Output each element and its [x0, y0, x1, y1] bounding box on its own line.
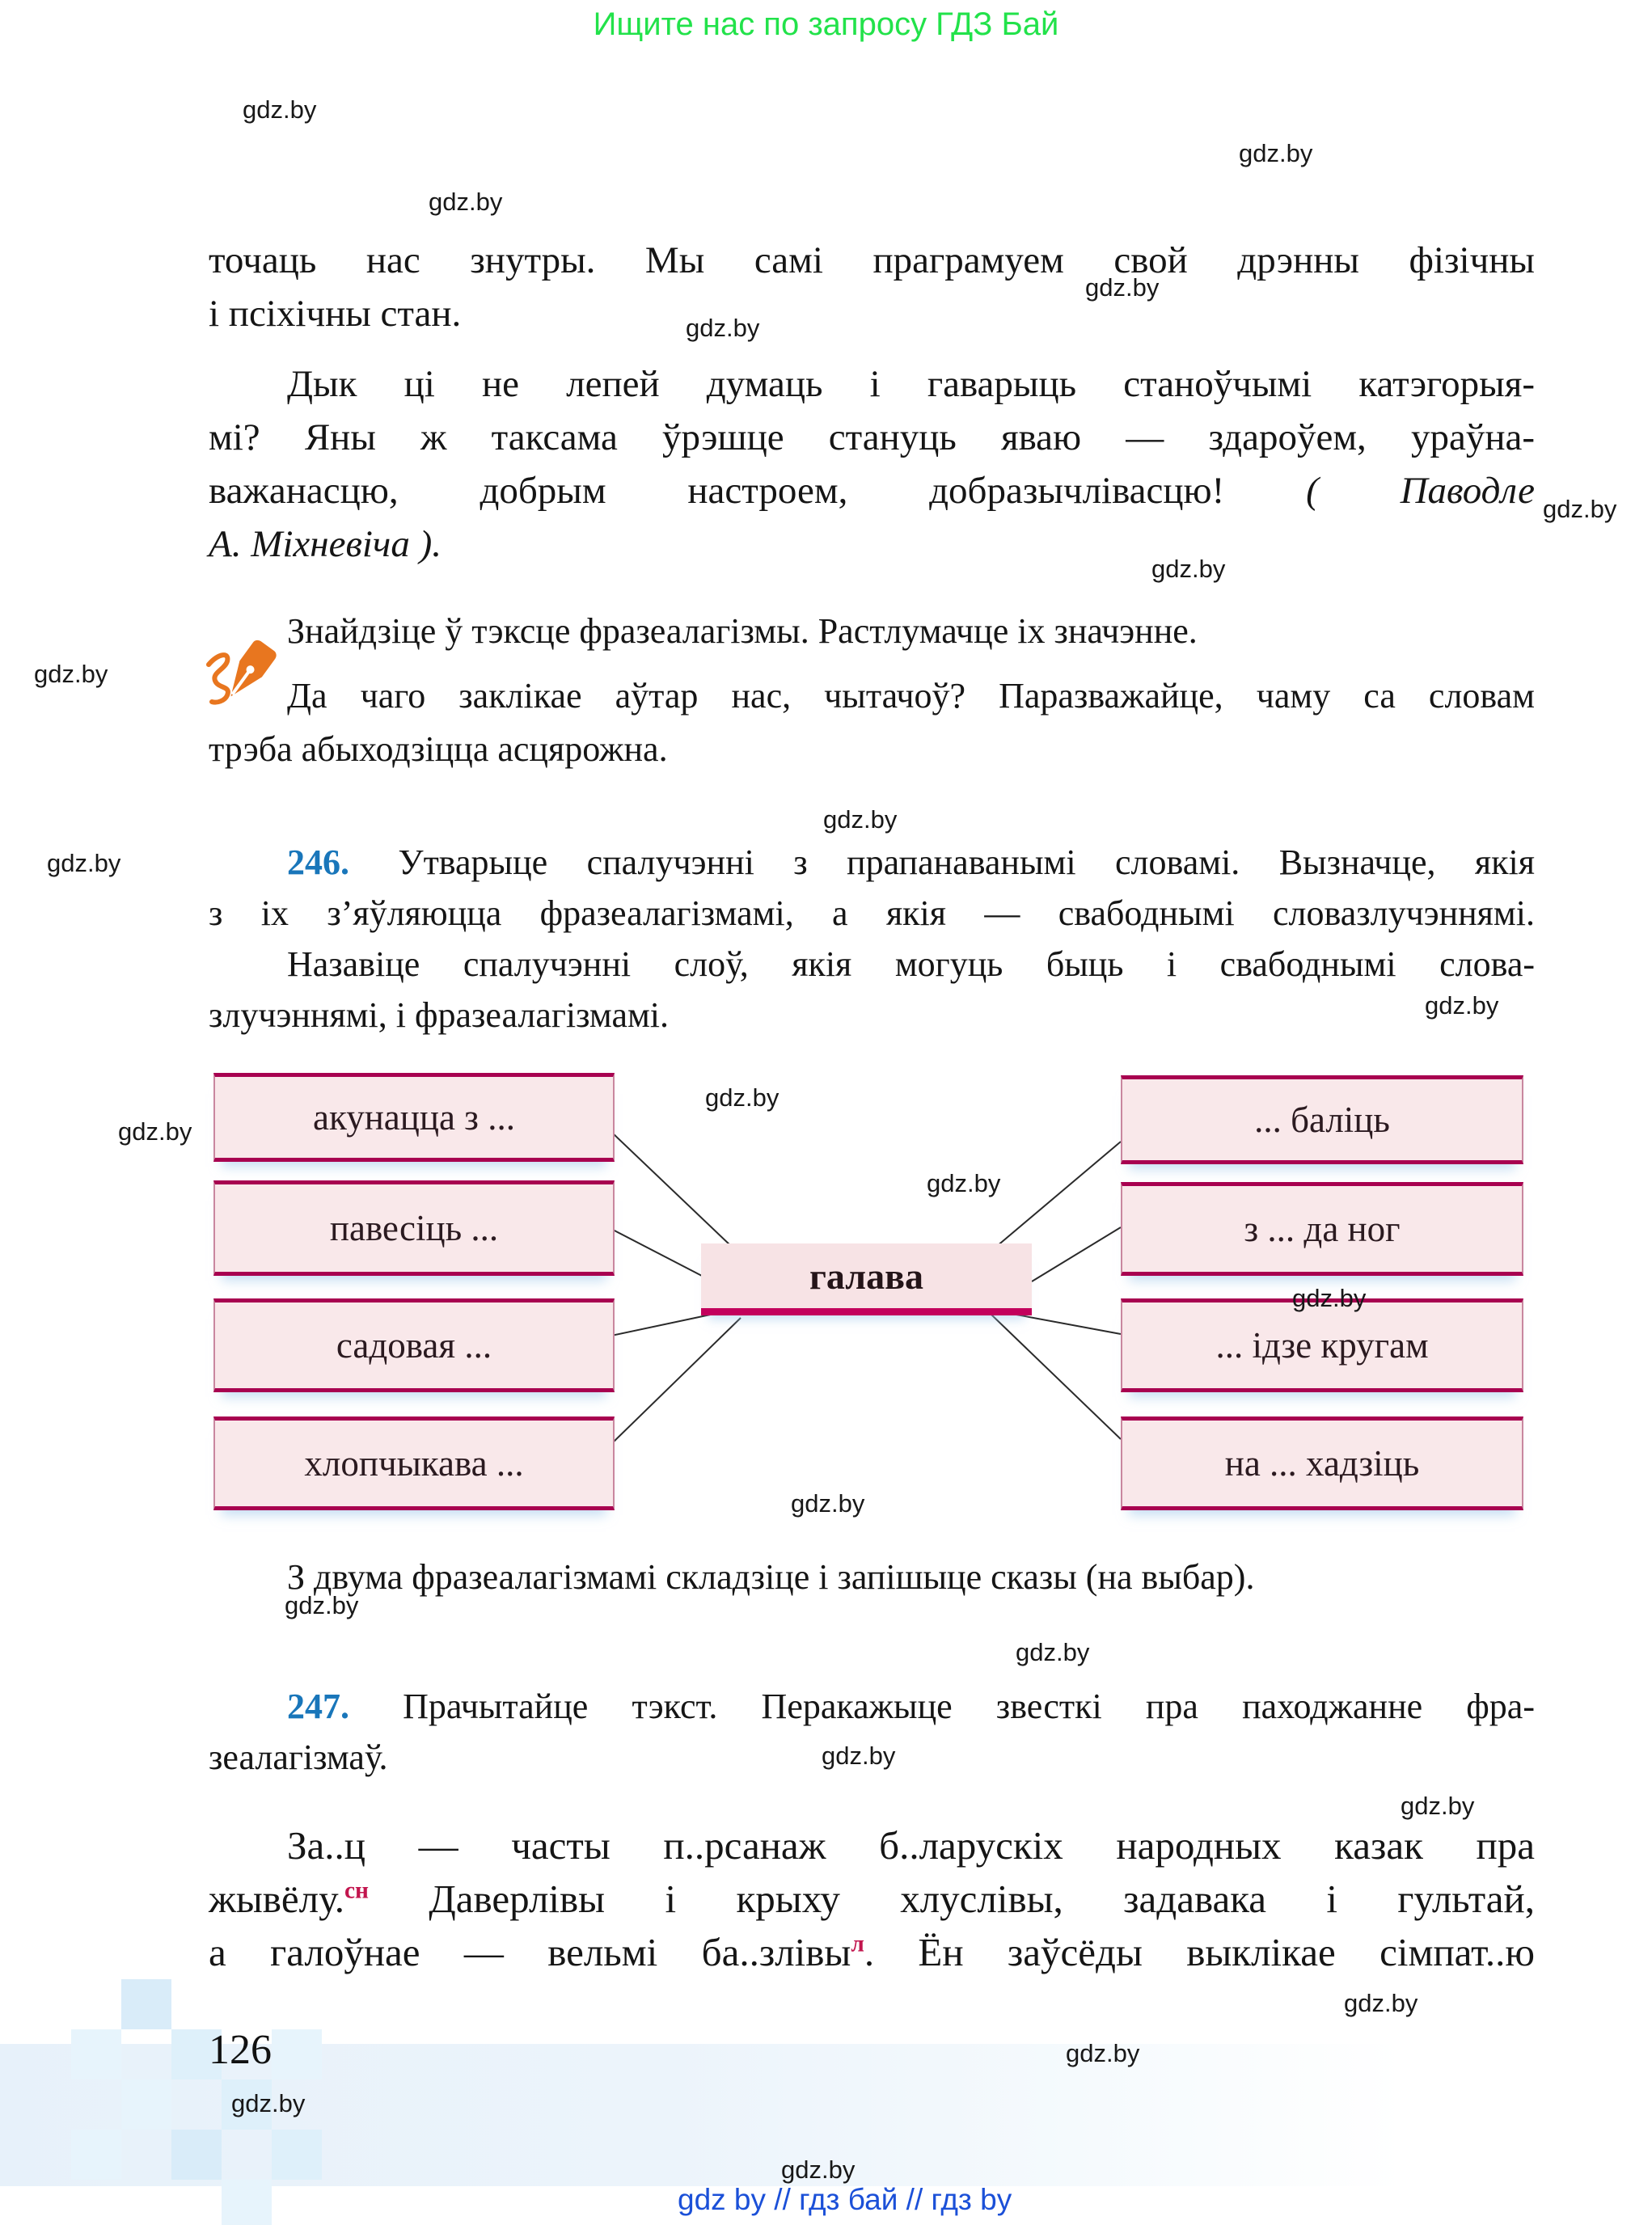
text-247-line: а галоўнае — вельмі ба..злівыл. Ён заўсё…	[209, 1927, 1535, 1978]
gdz-watermark: gdz.by	[822, 1742, 896, 1770]
gdz-watermark: gdz.by	[243, 95, 317, 124]
diagram-box-left: акунацца з ...	[213, 1073, 615, 1162]
gdz-watermark: gdz.by	[791, 1489, 865, 1518]
mosaic-square	[171, 2130, 222, 2180]
diagram-box-left: садовая ...	[213, 1298, 615, 1392]
task-line: З двума фразеалагізмамі складзіце і запі…	[287, 1557, 1255, 1597]
pencil-icon	[206, 640, 277, 705]
footer-links[interactable]: gdz by // гдз бай // гдз by	[678, 2183, 1012, 2216]
exercise-text: Утварыце спалучэнні з прапанаванымі слов…	[359, 842, 1535, 882]
task-line: Да чаго заклікае аўтар нас, чытачоў? Пар…	[287, 676, 1535, 716]
text-fragment: жывёлу.	[209, 1877, 344, 1921]
gdz-watermark: gdz.by	[1425, 991, 1499, 1020]
gdz-watermark: gdz.by	[429, 188, 503, 216]
text-fragment: Даверлівы і крыху хлуслівы, задавака і г…	[368, 1877, 1535, 1921]
diagram-box-left: хлопчыкава ...	[213, 1416, 615, 1510]
exercise-247-line: 247. Прачытайце тэкст. Перакажыце звестк…	[209, 1683, 1535, 1730]
mosaic-square	[272, 2130, 322, 2180]
gdz-watermark: gdz.by	[1543, 495, 1617, 523]
text-247-line: жывёлу.сн Даверлівы і крыху хлуслівы, за…	[209, 1874, 1535, 1924]
diagram-box-left: павесіць ...	[213, 1180, 615, 1276]
gdz-watermark: gdz.by	[781, 2155, 856, 2184]
exercise-text: Прачытайце тэкст. Перакажыце звесткі пра…	[359, 1687, 1535, 1726]
gdz-watermark: gdz.by	[47, 849, 121, 877]
mosaic-square	[222, 2180, 272, 2225]
promo-header: Ищите нас по запросу ГДЗ Бай	[593, 6, 1059, 42]
mosaic-square	[71, 2130, 121, 2180]
text-fragment: . Ён заўсёды выклікае сімпат..ю	[864, 1930, 1536, 1974]
task-line: трэба абыходзіцца асцярожна.	[209, 729, 668, 769]
mosaic-square	[272, 2029, 322, 2079]
mosaic-square	[171, 2029, 222, 2079]
footnote-mark: л	[851, 1931, 864, 1957]
gdz-watermark: gdz.by	[1016, 1638, 1090, 1666]
source-attribution: ( Паводле	[1306, 470, 1535, 512]
gdz-watermark: gdz.by	[231, 2089, 306, 2117]
gdz-watermark: gdz.by	[686, 314, 760, 342]
task-line: Знайдзіце ў тэксце фразеалагізмы. Растлу…	[287, 611, 1198, 651]
paragraph-text: важанасцю, добрым настроем, добразычліва…	[209, 470, 1307, 512]
exercise-number: 246.	[287, 842, 349, 882]
paragraph-line: Дык ці не лепей думаць і гаварыць станоў…	[287, 363, 1535, 405]
diagram-box-right: ... ідзе кругам	[1121, 1298, 1523, 1392]
source-attribution: А. Міхневіча ).	[209, 523, 442, 565]
gdz-watermark: gdz.by	[1239, 139, 1313, 167]
footnote-mark: сн	[344, 1877, 369, 1904]
paragraph-line: мі? Яны ж таксама ўрэшце стануць яваю — …	[209, 416, 1535, 458]
text-fragment: а галоўнае — вельмі ба..злівы	[209, 1930, 851, 1974]
gdz-watermark: gdz.by	[1066, 2039, 1140, 2067]
gdz-watermark: gdz.by	[118, 1117, 192, 1146]
gdz-watermark: gdz.by	[705, 1083, 780, 1112]
gdz-watermark: gdz.by	[285, 1591, 359, 1619]
mosaic-square	[71, 2029, 121, 2079]
diagram-box-right: на ... хадзіць	[1121, 1416, 1523, 1510]
gdz-watermark: gdz.by	[1151, 555, 1226, 583]
text-247-line: За..ц — часты п..рсанаж б..ларускіх наро…	[287, 1823, 1535, 1868]
exercise-246-line: злучэннямі, і фразеалагізмамі.	[209, 995, 670, 1035]
gdz-watermark: gdz.by	[823, 805, 898, 834]
paragraph-line: важанасцю, добрым настроем, добразычліва…	[209, 467, 1535, 515]
exercise-246-line: з іх з’яўляюцца фразеалагізмамі, а якія …	[209, 893, 1535, 933]
paragraph-line: точаць нас знутры. Мы самі праграмуем св…	[209, 239, 1535, 281]
gdz-watermark: gdz.by	[1344, 1989, 1418, 2017]
diagram-box-right: з ... да ног	[1121, 1182, 1523, 1276]
mosaic-square	[222, 2079, 272, 2130]
exercise-247-line: зеалагізмаў.	[209, 1737, 388, 1777]
gdz-watermark: gdz.by	[34, 660, 108, 688]
gdz-watermark: gdz.by	[927, 1169, 1001, 1197]
page-number: 126	[209, 2027, 272, 2073]
mosaic-square	[121, 1979, 171, 2029]
gdz-watermark: gdz.by	[1401, 1792, 1475, 1820]
exercise-246-line: 246. Утварыце спалучэнні з прапанаванымі…	[209, 839, 1535, 886]
diagram-box-right: ... баліць	[1121, 1075, 1523, 1164]
gdz-watermark: gdz.by	[1085, 273, 1160, 302]
exercise-246-line: Назавіце спалучэнні слоў, якія могуць бы…	[287, 944, 1535, 984]
diagram-center-box: галава	[701, 1243, 1032, 1315]
paragraph-line: і псіхічны стан.	[209, 293, 462, 335]
gdz-watermark: gdz.by	[1292, 1284, 1367, 1312]
mosaic-square	[121, 2079, 171, 2130]
exercise-number: 247.	[287, 1687, 349, 1726]
